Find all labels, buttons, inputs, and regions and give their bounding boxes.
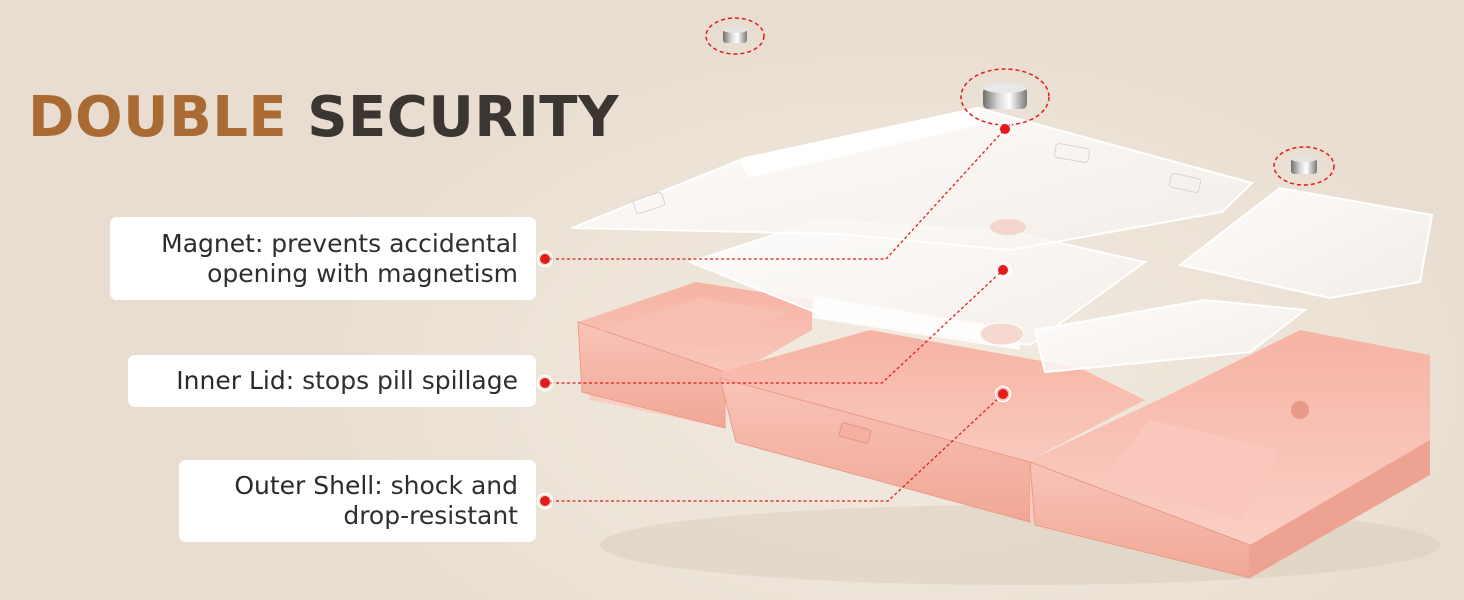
outer-shell-right [1029, 330, 1430, 579]
callout-dot [540, 254, 550, 264]
magnet-icon [705, 17, 765, 55]
feature-card-outer-shell: Outer Shell: shock and drop-resistant [179, 460, 536, 542]
outer-shell-center [719, 330, 1145, 523]
headline-accent-word: DOUBLE [28, 85, 288, 150]
outer-shell-left [577, 282, 812, 429]
feature-desc-line2: opening with magnetism [207, 258, 518, 288]
feature-desc: : stops pill spillage [285, 366, 518, 395]
callout-dot [1000, 124, 1010, 134]
headline: DOUBLE SECURITY [28, 82, 619, 154]
magnet-icon [1273, 146, 1335, 186]
headline-main-word: SECURITY [307, 85, 620, 150]
callout-dot [998, 389, 1008, 399]
callout-line-outer-shell [545, 393, 1004, 502]
callout-dot [540, 496, 550, 506]
callout-dot [998, 265, 1008, 275]
feature-desc-line2: drop-resistant [343, 501, 518, 530]
feature-desc: : shock and [374, 471, 518, 500]
feature-term: Magnet [161, 228, 255, 258]
feature-card-inner-lid: Inner Lid: stops pill spillage [128, 355, 536, 407]
feature-desc: : prevents accidental [254, 228, 518, 258]
top-lid [571, 106, 1434, 300]
magnet-icon [960, 68, 1050, 126]
feature-term: Inner Lid [176, 366, 286, 395]
feature-card-magnet: Magnet: prevents accidental opening with… [110, 217, 536, 300]
inner-lid [687, 218, 1308, 374]
callout-dot [540, 378, 550, 388]
callout-line-inner-lid [545, 269, 1004, 384]
feature-term: Outer Shell [234, 471, 375, 500]
callout-line-magnet [545, 128, 1006, 260]
